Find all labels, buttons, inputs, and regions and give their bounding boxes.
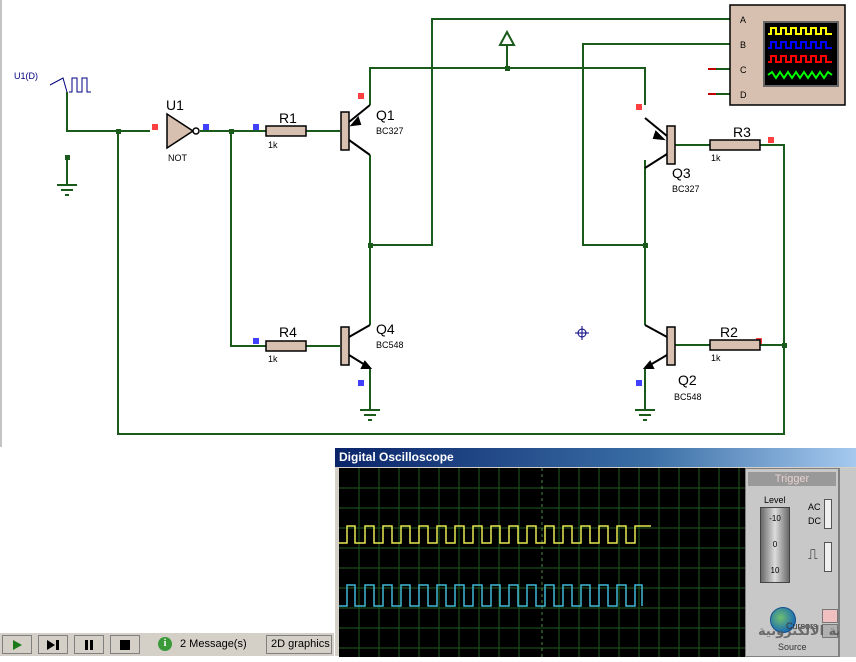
coupling-switch[interactable] — [824, 499, 832, 529]
ground-symbols — [57, 184, 655, 421]
inverter-symbol[interactable] — [166, 112, 200, 150]
status-text: 2D graphics s — [266, 635, 332, 654]
r4-ref: R4 — [279, 324, 297, 340]
schematic-canvas[interactable]: U1(D) U1 NOT R1 1k R4 1k R3 1k R2 1k — [0, 0, 856, 447]
clock-generator-icon[interactable] — [49, 77, 91, 93]
transistor-q2[interactable] — [642, 324, 676, 369]
scope-pin-a: A — [740, 15, 746, 25]
watermark-text: القرية الالكترونية — [758, 624, 856, 639]
play-icon — [13, 639, 22, 650]
scope-pin-b: B — [740, 40, 746, 50]
channel-b-trace — [339, 584, 643, 607]
stop-button[interactable] — [110, 635, 140, 654]
probe-icon[interactable] — [498, 29, 516, 46]
level-scale-mid: 0 — [772, 540, 778, 549]
wires — [66, 18, 785, 435]
channel-a-trace — [339, 525, 651, 544]
messages-count[interactable]: 2 Message(s) — [180, 638, 247, 650]
transistor-q3[interactable] — [644, 117, 676, 169]
oscilloscope-grid — [339, 468, 745, 657]
trigger-title: Trigger — [748, 472, 836, 486]
level-scale-top: -10 — [769, 514, 781, 523]
oscilloscope-screen — [339, 468, 745, 657]
q4-part: BC548 — [376, 340, 404, 350]
scope-pin-d: D — [740, 90, 747, 100]
q4-ref: Q4 — [376, 321, 395, 337]
r2-value: 1k — [711, 353, 721, 363]
level-label: Level — [764, 495, 786, 505]
source-label: Source — [778, 642, 807, 652]
r3-value: 1k — [711, 153, 721, 163]
ac-label: AC — [808, 502, 821, 512]
inverter-ref: U1 — [166, 97, 184, 113]
crosshair-cursor-icon — [575, 326, 589, 340]
side-panel-edge — [839, 468, 856, 657]
oscilloscope-instrument[interactable] — [729, 4, 846, 106]
simulation-toolbar: i 2 Message(s) 2D graphics s — [0, 632, 334, 656]
info-icon[interactable]: i — [158, 637, 172, 651]
trigger-edge-icon: ⎍ — [808, 546, 818, 562]
junctions — [65, 66, 787, 348]
trigger-panel: Trigger Level -10 0 10 AC DC ⎍ Cursors ا… — [745, 468, 856, 657]
scope-pin-markers — [708, 68, 716, 95]
globe-logo-icon — [770, 607, 796, 633]
r1-value: 1k — [268, 140, 278, 150]
oscilloscope-window[interactable]: Digital Oscilloscope Trigger Level - — [334, 447, 856, 657]
cursor-color-swatch[interactable] — [822, 609, 838, 623]
resistor-r2[interactable]: R2 1k — [709, 324, 761, 363]
pause-button[interactable] — [74, 635, 104, 654]
step-button[interactable] — [38, 635, 68, 654]
level-scale-bottom: 10 — [770, 566, 780, 575]
dc-label: DC — [808, 516, 821, 526]
resistor-r4[interactable]: R4 1k — [265, 324, 307, 364]
oscilloscope-title-bar[interactable]: Digital Oscilloscope — [335, 448, 856, 467]
transistor-q4[interactable] — [340, 324, 373, 369]
edge-switch[interactable] — [824, 542, 832, 572]
q1-part: BC327 — [376, 126, 404, 136]
transistor-q1[interactable] — [340, 104, 371, 156]
stop-icon — [120, 639, 130, 650]
r3-ref: R3 — [733, 124, 751, 140]
q2-ref: Q2 — [678, 372, 697, 388]
scope-pin-c: C — [740, 65, 747, 75]
cursors-label: Cursors — [786, 621, 818, 631]
q3-part: BC327 — [672, 184, 700, 194]
resistor-r1[interactable]: R1 1k — [265, 110, 307, 150]
play-button[interactable] — [2, 635, 32, 654]
q2-part: BC548 — [674, 392, 702, 402]
q1-ref: Q1 — [376, 107, 395, 123]
level-knob[interactable]: -10 0 10 — [760, 507, 790, 583]
q3-ref: Q3 — [672, 165, 691, 181]
pause-icon — [85, 639, 93, 650]
step-icon — [47, 639, 59, 650]
cursor-color-swatch-2[interactable] — [822, 624, 838, 638]
pin-state-markers — [152, 93, 774, 386]
resistor-r3[interactable]: R3 1k — [709, 124, 761, 163]
inverter-type: NOT — [168, 153, 188, 163]
r4-value: 1k — [268, 354, 278, 364]
generator-label: U1(D) — [14, 71, 38, 81]
r1-ref: R1 — [279, 110, 297, 126]
r2-ref: R2 — [720, 324, 738, 340]
